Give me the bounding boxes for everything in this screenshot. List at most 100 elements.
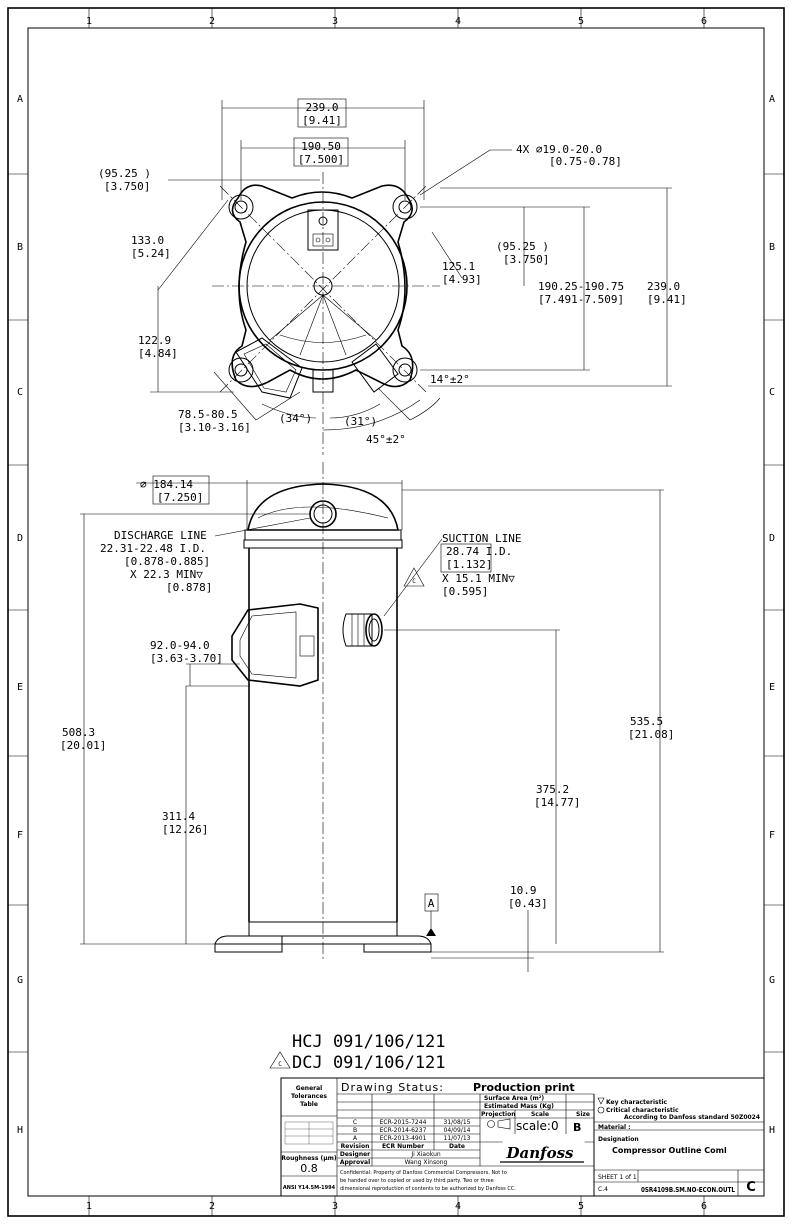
zone-col-2: 2 xyxy=(209,16,215,27)
model-line-1: HCJ 091/106/121 xyxy=(292,1032,446,1052)
zone-col-5: 5 xyxy=(578,1201,584,1212)
angle-34: (34°) xyxy=(279,412,312,425)
dim-95-right-mm: (95.25 ) xyxy=(496,240,549,253)
zone-labels-left: A B C D E F G H xyxy=(17,94,23,1136)
tolerance-table-graphic xyxy=(284,1121,334,1145)
discharge-note-3: X 22.3 MIN▽ xyxy=(130,568,203,581)
dim-239r-in: [9.41] xyxy=(647,293,687,306)
gen-tol-2: Tolerances xyxy=(291,1093,327,1100)
rev-row-0-date: 31/08/15 xyxy=(444,1119,471,1126)
ecr-head: ECR Number xyxy=(382,1143,424,1150)
rev-c-side: C xyxy=(412,578,416,585)
title-block: General Tolerances Table Roughness (µm) … xyxy=(280,1077,765,1197)
dim-95-right-in: [3.750] xyxy=(503,253,549,266)
dim-95-left-mm: (95.25 ) xyxy=(98,167,151,180)
discharge-note-2: [0.878-0.885] xyxy=(124,555,210,568)
diagonal-centerline-2 xyxy=(219,185,427,393)
suction-fitting-top xyxy=(351,343,399,393)
suction-note-0: SUCTION LINE xyxy=(442,532,521,545)
zone-labels-right: A B C D E F G H xyxy=(769,94,775,1136)
zone-row-h: H xyxy=(769,1125,775,1136)
est-mass-label: Estimated Mass (Kg) xyxy=(484,1103,554,1110)
dim-508-mm: 508.3 xyxy=(62,726,95,739)
designation-value: Compressor Outline Coml xyxy=(612,1146,727,1155)
rev-row-1-rev: B xyxy=(353,1127,357,1134)
danfoss-logo-text: Danfoss xyxy=(506,1144,575,1162)
rev-c-triangle-model xyxy=(269,1051,291,1069)
scale-label: Scale xyxy=(531,1111,549,1118)
danfoss-logo: Danfoss xyxy=(496,1138,586,1163)
base-housing xyxy=(248,921,398,937)
dim-78-mm: 78.5-80.5 xyxy=(178,408,238,421)
zone-row-d: D xyxy=(17,533,23,544)
dim-92-mm: 92.0-94.0 xyxy=(150,639,210,652)
sheet-label: SHEET 1 of 1 xyxy=(598,1174,637,1181)
angle-31: (31°) xyxy=(344,415,377,428)
zone-row-g: G xyxy=(17,975,23,986)
holes-in: [0.75-0.78] xyxy=(549,155,622,168)
shell-dome xyxy=(247,483,399,531)
top-view: 239.0 [9.41] 190.50 [7.500] (95.25 ) [3.… xyxy=(98,98,687,455)
revision-letter: C xyxy=(746,1180,756,1195)
rev-row-2-ecr: ECR-2013-4901 xyxy=(380,1135,427,1142)
discharge-note-1: 22.31-22.48 I.D. xyxy=(100,542,206,555)
inner-border xyxy=(27,27,765,1197)
confidential-1: be handed over to copied or used by thir… xyxy=(340,1178,494,1184)
inner-ribs xyxy=(269,294,377,356)
size-label: Size xyxy=(576,1111,590,1118)
zone-row-a: A xyxy=(17,94,23,105)
zone-row-d: D xyxy=(769,533,775,544)
side-view: ∅ 184.14 [7.250] DISCHARGE LINE 22.31-22… xyxy=(60,462,674,972)
angle-45: 45°±2° xyxy=(366,433,406,446)
zone-col-2: 2 xyxy=(209,1201,215,1212)
key-char-symbol xyxy=(597,1097,605,1105)
rev-row-1-date: 04/09/14 xyxy=(444,1127,471,1134)
mounting-holes xyxy=(228,194,418,383)
dim-311-mm: 311.4 xyxy=(162,810,195,823)
ansi-standard: ANSI Y14.5M-1994 xyxy=(283,1185,336,1191)
zone-row-f: F xyxy=(769,830,775,841)
zone-ticks xyxy=(8,8,784,1216)
zone-col-1: 1 xyxy=(86,16,92,27)
code-label: C.4 xyxy=(598,1186,608,1193)
designer-name: Ji Xiaokun xyxy=(410,1151,441,1158)
zone-col-4: 4 xyxy=(455,16,461,27)
zone-labels-bottom: 1 2 3 4 5 6 xyxy=(86,1201,707,1212)
datum-a-box xyxy=(424,893,439,912)
roughness-label: Roughness (µm) xyxy=(281,1155,337,1162)
zone-col-5: 5 xyxy=(578,16,584,27)
drawing-number: 0SR4109B.SM.NO-ECON.OUTL xyxy=(641,1186,735,1194)
zone-row-e: E xyxy=(769,682,775,693)
dim-109-mm: 10.9 xyxy=(510,884,537,897)
zone-row-b: B xyxy=(769,242,775,253)
discharge-note-4: [0.878] xyxy=(166,581,212,594)
dim-122-mm: 122.9 xyxy=(138,334,171,347)
rev-head: Revision xyxy=(341,1143,370,1150)
designer-label: Designer xyxy=(340,1151,370,1158)
suction-fitting xyxy=(342,613,373,647)
dia-184-in: [7.250] xyxy=(157,491,203,504)
dim-133-in: [5.24] xyxy=(131,247,171,260)
zone-col-6: 6 xyxy=(701,1201,707,1212)
dim-535-in: [21.08] xyxy=(628,728,674,741)
zone-row-f: F xyxy=(17,830,23,841)
dim-239r-mm: 239.0 xyxy=(647,280,680,293)
dim-508-in: [20.01] xyxy=(60,739,106,752)
date-head: Date xyxy=(449,1143,465,1150)
confidential-0: Confidential: Property of Danfoss Commer… xyxy=(340,1170,507,1176)
material-label: Material : xyxy=(598,1124,631,1131)
rev-row-0-ecr: ECR-2015-7244 xyxy=(380,1119,427,1126)
suction-note-1: 28.74 I.D. xyxy=(446,545,512,558)
properties-grid: Surface Area (m²) Estimated Mass (Kg) Pr… xyxy=(480,1094,595,1196)
terminal-box-top xyxy=(235,337,303,399)
scale-value: scale:0 xyxy=(516,1119,559,1133)
zone-row-b: B xyxy=(17,242,23,253)
dim-109-in: [0.43] xyxy=(508,897,548,910)
approval-name: Wang Xinsong xyxy=(405,1159,448,1166)
projection-label: Projection xyxy=(481,1111,515,1118)
designation-label: Designation xyxy=(598,1136,639,1143)
zone-col-4: 4 xyxy=(455,1201,461,1212)
model-designations: HCJ 091/106/121 C DCJ 091/106/121 xyxy=(269,1032,446,1073)
dim-133-mm: 133.0 xyxy=(131,234,164,247)
size-value: B xyxy=(573,1121,581,1134)
